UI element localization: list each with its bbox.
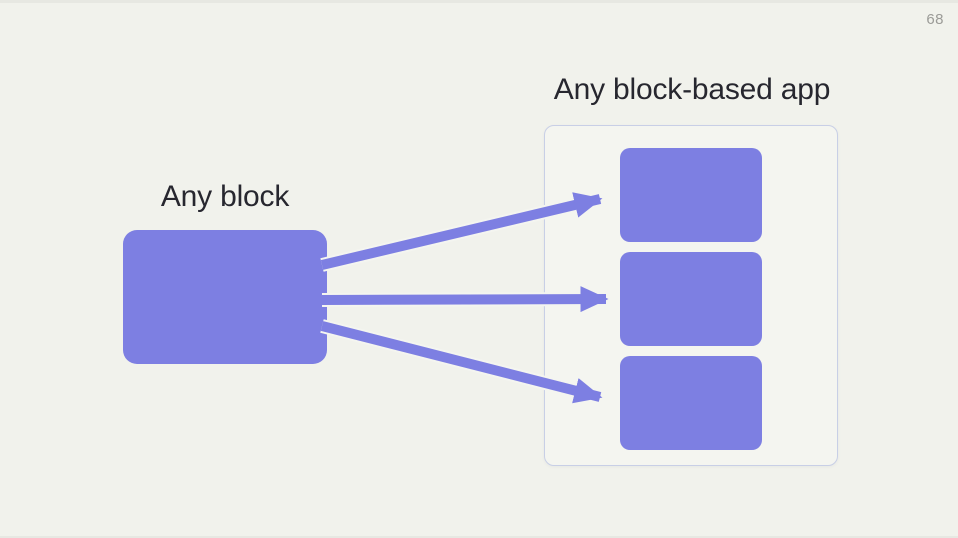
page-number: 68 — [926, 11, 944, 28]
app-block — [620, 148, 762, 242]
source-block-label: Any block — [160, 180, 290, 213]
app-block — [620, 356, 762, 450]
target-title: Any block-based app — [553, 73, 831, 106]
app-container — [544, 125, 838, 466]
source-block — [123, 230, 327, 364]
app-block — [620, 252, 762, 346]
